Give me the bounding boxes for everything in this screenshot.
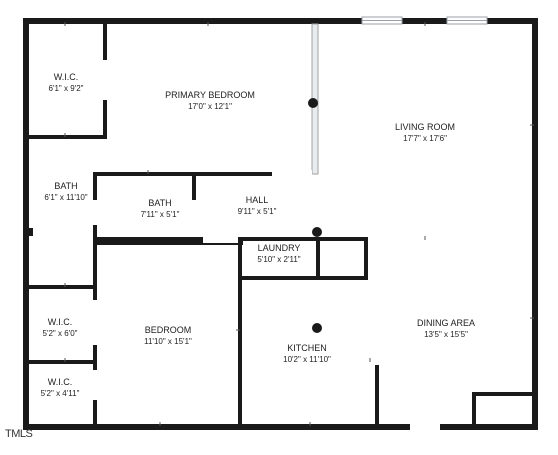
room-dining-area: DINING AREA 13'5" x 15'5": [417, 318, 475, 339]
room-name: BATH: [148, 198, 171, 208]
room-dims: 9'11" x 5'1": [238, 207, 277, 216]
room-name: KITCHEN: [287, 343, 327, 353]
room-name: DINING AREA: [417, 318, 475, 328]
room-name: W.I.C.: [48, 317, 73, 327]
room-dims: 7'11" x 5'1": [141, 210, 180, 219]
room-dims: 6'1" x 9'2": [49, 84, 84, 93]
room-laundry: LAUNDRY 5'10" x 2'11": [257, 243, 300, 264]
room-dims: 11'10" x 15'1": [144, 337, 192, 346]
door-openings: [91, 60, 440, 432]
room-bath-1: BATH 6'1" x 11'10": [44, 181, 87, 202]
watermark-logo: TMLS: [5, 428, 33, 440]
primary-bedroom-fixture: [308, 98, 318, 108]
room-dims: 17'0" x 12'1": [188, 102, 232, 111]
room-name: W.I.C.: [48, 377, 73, 387]
fixtures: [308, 98, 322, 333]
room-name: BEDROOM: [145, 325, 192, 335]
room-dims: 5'2" x 6'0": [43, 329, 78, 338]
room-wic-1: W.I.C. 6'1" x 9'2": [49, 72, 84, 93]
room-kitchen: KITCHEN 10'2" x 11'10": [283, 343, 331, 364]
room-wic-2: W.I.C. 5'2" x 6'0": [43, 317, 78, 338]
room-bedroom: BEDROOM 11'10" x 15'1": [144, 325, 192, 346]
room-bath-2: BATH 7'11" x 5'1": [141, 198, 180, 219]
room-name: LAUNDRY: [258, 243, 301, 253]
room-dims: 17'7" x 17'6": [403, 134, 447, 143]
room-primary-bedroom: PRIMARY BEDROOM 17'0" x 12'1": [165, 90, 255, 111]
room-name: HALL: [246, 195, 269, 205]
room-dims: 10'2" x 11'10": [283, 355, 331, 364]
room-wic-3: W.I.C. 5'2" x 4'11": [41, 377, 80, 398]
room-dims: 5'10" x 2'11": [257, 255, 300, 264]
room-dims: 6'1" x 11'10": [44, 193, 87, 202]
room-name: LIVING ROOM: [395, 122, 455, 132]
kitchen-fixture: [312, 323, 322, 333]
hall-fixture: [312, 227, 322, 237]
room-name: PRIMARY BEDROOM: [165, 90, 255, 100]
dimension-ticks: [64, 22, 534, 426]
room-dims: 13'5" x 15'5": [424, 330, 468, 339]
room-hall: HALL 9'11" x 5'1": [238, 195, 277, 216]
room-dims: 5'2" x 4'11": [41, 389, 80, 398]
room-name: W.I.C.: [54, 72, 79, 82]
room-living-room: LIVING ROOM 17'7" x 17'6": [395, 122, 455, 143]
room-name: BATH: [54, 181, 77, 191]
outer-walls: [23, 18, 538, 430]
windows: [361, 16, 488, 25]
